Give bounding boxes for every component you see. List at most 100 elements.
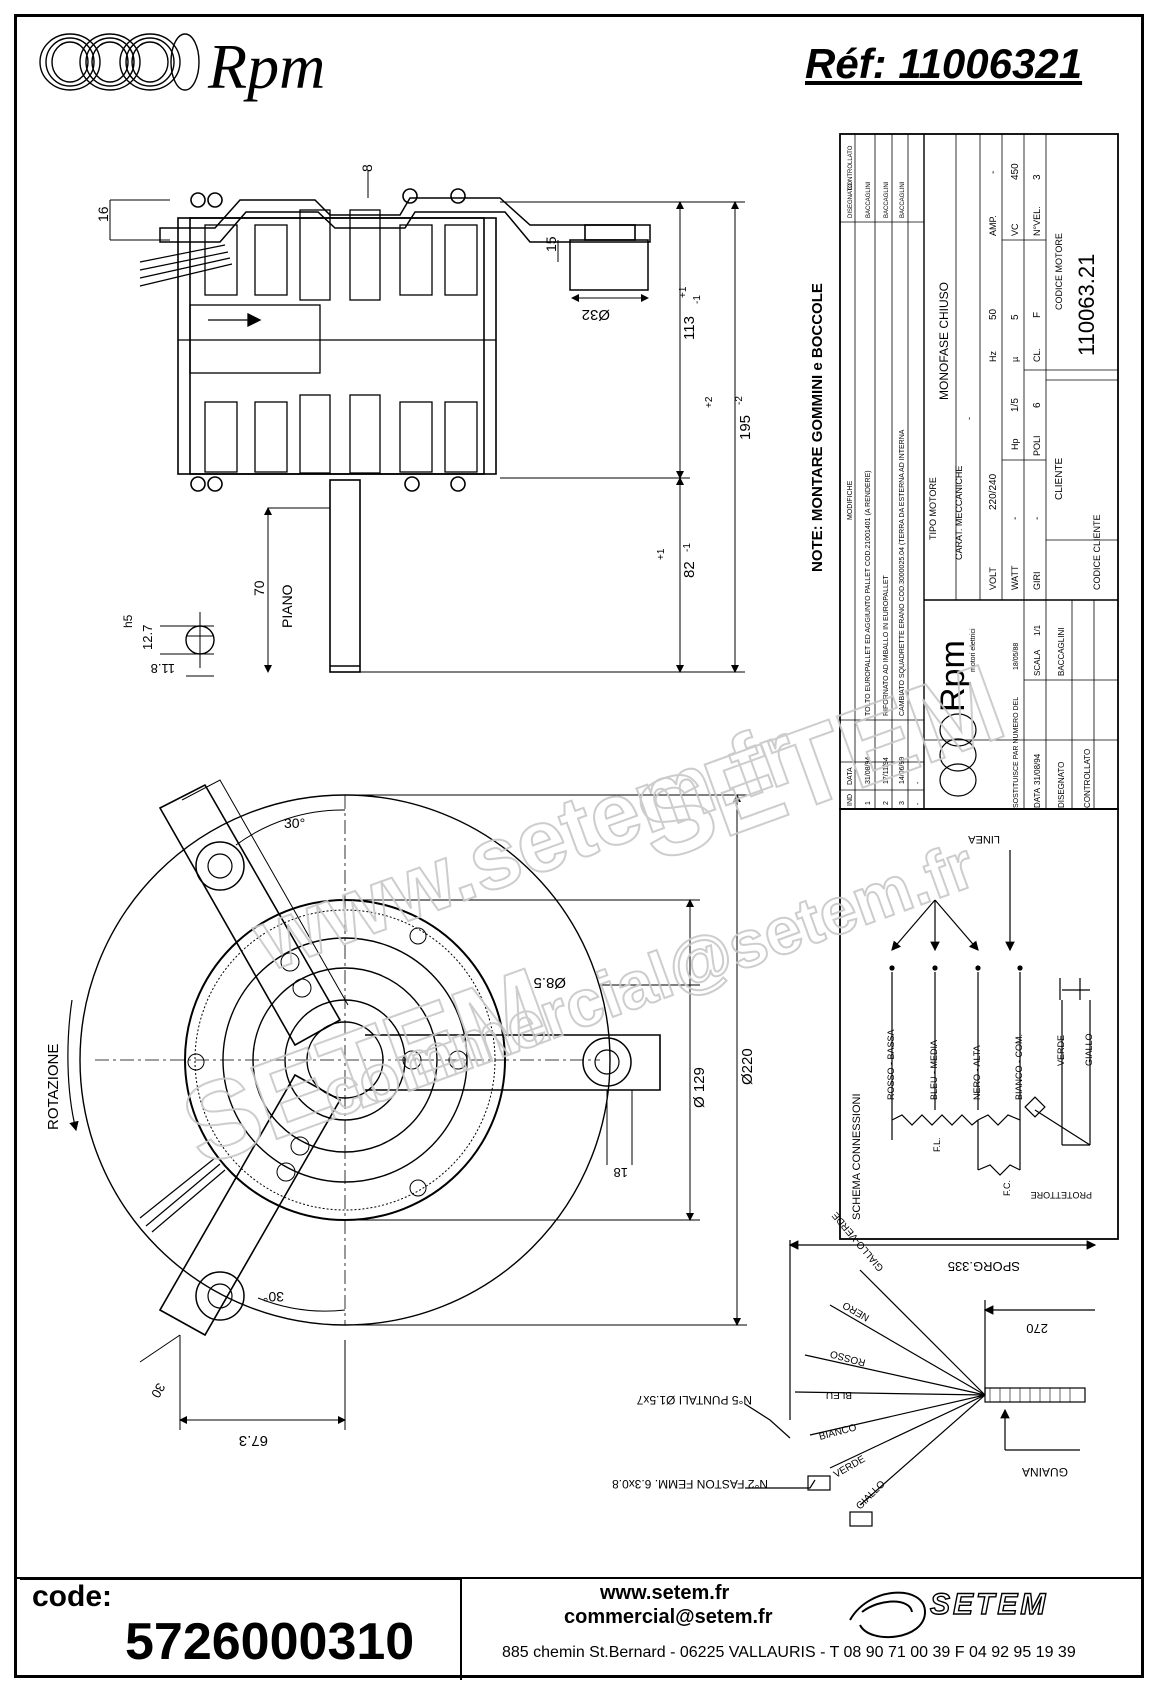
dim-195-tol-down: -2 [734, 396, 745, 405]
wiring-title: SCHEMA CONNESSIONI [851, 1093, 863, 1220]
mod-row-3-ind: 3 [899, 801, 906, 805]
wire-blue: BLEU [826, 1389, 852, 1400]
mod-col-data: DATA [847, 767, 854, 785]
cable-labels: SPORG.335 270 GUAINA GIALLO-VERDE NERO R… [612, 1209, 1068, 1512]
setem-logo-icon [849, 1591, 927, 1638]
mod-row-1-text: TOLTO EUROPALLET ED AGGIUNTO PALLET COD.… [865, 470, 872, 716]
dim-18: 18 [614, 1165, 628, 1180]
dim-15: 15 [543, 236, 559, 252]
mech-label: CARAT. MECCANICHE [954, 466, 964, 560]
dim-70: 70 [251, 580, 267, 596]
motor-type-label: TIPO MOTORE [928, 477, 938, 540]
title-block-rpm-logo: Rpm [934, 640, 972, 712]
terminal-black-high: NERO - ALTA [972, 1045, 982, 1100]
mod-row-1-ind: 1 [865, 801, 872, 805]
client-code-label: CODICE CLIENTE [1092, 514, 1102, 590]
tolerance-h5: h5 [121, 614, 135, 628]
motor-code-label: CODICE MOTORE [1054, 233, 1064, 310]
wire-black: NERO [841, 1299, 872, 1323]
protector-label: PROTETTORE [1031, 1190, 1092, 1200]
dim-16: 16 [95, 206, 111, 222]
mod-row-3-by: BACCAGLINI [900, 181, 906, 218]
cable-drawing [744, 1240, 1097, 1527]
dim-30: 30 [148, 1381, 168, 1401]
rpm-logo-icon [39, 33, 200, 91]
date-value: 31/08/94 [1033, 753, 1042, 785]
poles-value: 6 [1032, 402, 1043, 408]
title-block-rpm-subtitle: motori elettrici [970, 628, 977, 672]
code-label: code: [32, 1580, 113, 1613]
mod-row-4-date: - [915, 781, 922, 784]
hp-label: Hp [1010, 438, 1020, 450]
mod-row-2-text: RIFORNATO AD IMBALLO IN EUROPALLET [883, 574, 890, 716]
watt-label: WATT [1010, 565, 1020, 590]
title-block [839, 133, 1119, 810]
side-view-dimension-labels: 16 8 15 Ø32 113 +1 -1 195 +2 -2 82 +1 -1… [95, 164, 754, 676]
dim-270: 270 [1026, 1321, 1048, 1336]
dim-195-tol-up: +2 [704, 396, 715, 408]
code-box [20, 1578, 462, 1680]
angle-30-top: 30° [284, 815, 305, 831]
front-view-dimensions [139, 794, 747, 1430]
checked-label: CONTROLLATO [1083, 749, 1092, 808]
wiring-diagram [839, 808, 1119, 1240]
poles-label: POLI [1032, 435, 1042, 456]
giri-label: GIRI [1032, 571, 1042, 590]
watermark: www.setem.fr SETEM SETEM commercial@sete… [166, 640, 1020, 1191]
front-view-dimension-labels: ROTAZIONE 30° 30° Ø8.5 Ø 129 Ø220 18 30 … [45, 815, 756, 1449]
drawn-label: DISEGNATO [1057, 762, 1066, 808]
motor-side-view [139, 188, 651, 673]
dim-diameter-32: Ø32 [582, 306, 610, 323]
drawing-sheet-border [14, 14, 1144, 1678]
mech-value: - [964, 417, 974, 420]
dim-82-tol-down: -1 [682, 543, 693, 552]
class-value: F [1032, 312, 1043, 318]
wiring-diagram-labels: SCHEMA CONNESSIONI LINEA ROSSO - BASSA B… [851, 833, 1094, 1220]
dim-67-3: 67.3 [239, 1432, 268, 1449]
dim-12-7: 12.7 [140, 625, 155, 650]
wire-yellow: GIALLO [854, 1479, 887, 1512]
dim-11-8: 11.8 [151, 661, 175, 676]
sheath-label: GUAINA [1022, 1465, 1068, 1479]
mod-col-checked: CONTROLLATO [848, 145, 854, 190]
terminal-yellow: GIALLO [1084, 1033, 1094, 1066]
mod-col-ind: IND [847, 794, 854, 806]
volt-label: VOLT [988, 567, 998, 590]
wire-white: BIANCO [818, 1422, 858, 1443]
mod-row-2-date: 17/11/94 [883, 757, 890, 784]
terminal-white-common: BIANCO - COM. [1014, 1034, 1024, 1100]
piano-label: PIANO [279, 584, 295, 628]
hp-value: 1/5 [1010, 398, 1021, 412]
wire-green: VERDE [832, 1454, 868, 1481]
faston-note: N°2 FASTON FEMM. 6.3x0.8 [612, 1477, 768, 1491]
capacitance-label: µ [1010, 357, 1020, 362]
dim-diameter-220: Ø220 [739, 1048, 756, 1085]
dim-8: 8 [359, 164, 375, 172]
rotation-label: ROTAZIONE [45, 1044, 62, 1130]
terminals-note: N°5 PUNTALI Ø1.5x7 [636, 1393, 752, 1407]
giri-value: - [1032, 517, 1043, 520]
scale-label: SCALA [1033, 649, 1042, 676]
mod-row-2-by: BACCAGLINI [884, 181, 890, 218]
footer-address: 885 chemin St.Bernard - 06225 VALLAURIS … [502, 1644, 1076, 1661]
fl-label: F.L. [932, 1137, 942, 1152]
vc-label: VC [1010, 223, 1020, 236]
reference-number: Réf: 11006321 [805, 40, 1083, 87]
capacitance-value: 5 [1010, 314, 1021, 320]
fc-label: F.C. [1002, 1180, 1012, 1196]
dim-diameter-8-5: Ø8.5 [533, 974, 566, 991]
product-code: 5726000310 [125, 1613, 415, 1671]
mod-row-2-ind: 2 [883, 801, 890, 805]
watt-value: - [1010, 517, 1021, 520]
motor-code-value: 110063.21 [1074, 254, 1099, 356]
sporg-label: SPORG.335 [948, 1259, 1020, 1274]
mod-row-1-by: BACCAGLINI [866, 181, 872, 218]
footer-website: www.setem.fr [600, 1582, 730, 1604]
mod-col-mods: MODIFICHE [847, 480, 854, 520]
side-view-dimensions [109, 170, 745, 677]
dim-113-tol-down: -1 [692, 295, 703, 304]
mod-row-3-text: CAMBIATO SQUADRETTE ERANO COD.3000025.04… [899, 429, 906, 716]
dim-82-tol-up: +1 [656, 548, 667, 560]
line-label: LINEA [968, 833, 1000, 845]
